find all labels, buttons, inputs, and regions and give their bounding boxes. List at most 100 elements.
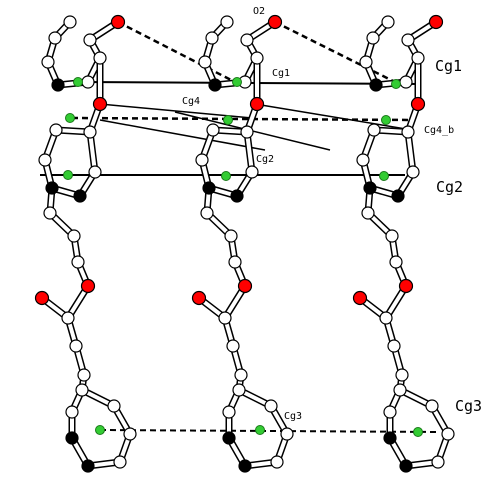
hydrogen-atom [387, 339, 401, 353]
oxygen-atom [249, 96, 265, 112]
centroid-dot [223, 115, 233, 125]
hydrogen-atom [401, 33, 415, 47]
hydrogen-atom [367, 123, 381, 137]
centroid-dot [95, 425, 105, 435]
bond [245, 130, 254, 174]
hydrogen-atom [220, 15, 234, 29]
hydrogen-atom [224, 229, 238, 243]
dashed-contact [71, 116, 416, 122]
oxygen-atom [267, 14, 283, 30]
hydrogen-atom [88, 165, 102, 179]
centroid-dot [221, 171, 231, 181]
hydrogen-atom [63, 15, 77, 29]
centroid-dot [391, 79, 401, 89]
label-cg2-right: Cg2 [436, 178, 463, 196]
centroid-dot [413, 427, 423, 437]
hydrogen-atom [65, 405, 79, 419]
hydrogen-atom [389, 255, 403, 269]
dashed-contact [274, 20, 396, 84]
centroid-dot [63, 170, 73, 180]
hydrogen-atom [234, 368, 248, 382]
labels: O2 Cg1 Cg1 Cg4 Cg4_b Cg2 Cg2 Cg3 Cg3 [182, 6, 482, 422]
oxygen-atom [237, 278, 253, 294]
carbon-atom [369, 78, 383, 92]
hydrogen-atom [113, 455, 127, 469]
carbon-atom [65, 431, 79, 445]
hydrogen-atom [245, 165, 259, 179]
hydrogen-atom [75, 383, 89, 397]
contact-line [254, 103, 413, 131]
carbon-atom [238, 459, 252, 473]
hydrogen-atom [383, 405, 397, 419]
hydrogen-atom [205, 31, 219, 45]
hydrogen-atom [38, 153, 52, 167]
carbon-atom [399, 459, 413, 473]
hydrogen-atom [399, 75, 413, 89]
hydrogen-atom [270, 455, 284, 469]
centroid-dot [255, 425, 265, 435]
carbon-atom [81, 459, 95, 473]
hydrogen-atom [280, 427, 294, 441]
hydrogen-atom [43, 206, 57, 220]
hydrogen-atom [206, 123, 220, 137]
centroid-dot [381, 115, 391, 125]
hydrogen-atom [240, 125, 254, 139]
hydrogen-atom [123, 427, 137, 441]
hydrogen-atom [49, 123, 63, 137]
hydrogen-atom [264, 399, 278, 413]
hydrogen-atom [250, 51, 264, 65]
carbon-atom [208, 78, 222, 92]
oxygen-atom [352, 290, 368, 306]
hydrogen-atom [361, 206, 375, 220]
label-cg2-mid: Cg2 [256, 154, 274, 165]
hydrogen-atom [425, 399, 439, 413]
carbon-atom [222, 431, 236, 445]
label-cg4b-right: Cg4_b [424, 125, 454, 136]
hydrogen-atom [222, 405, 236, 419]
carbon-atom [51, 78, 65, 92]
oxygen-atom [110, 14, 126, 30]
oxygen-atom [92, 96, 108, 112]
hydrogen-atom [218, 311, 232, 325]
centroid-dot [379, 171, 389, 181]
carbon-atom [73, 189, 87, 203]
hydrogen-atom [411, 51, 425, 65]
bond [406, 130, 415, 174]
hydrogen-atom [240, 33, 254, 47]
dashed-contact [99, 429, 441, 433]
label-cg3-right: Cg3 [455, 397, 482, 415]
label-o2: O2 [253, 6, 265, 17]
hydrogen-atom [366, 31, 380, 45]
oxygen-atom [191, 290, 207, 306]
hydrogen-atom [393, 383, 407, 397]
hydrogen-atom [232, 383, 246, 397]
ring-centroids [63, 77, 423, 437]
carbon-atom [391, 189, 405, 203]
hydrogen-atom [81, 75, 95, 89]
hydrogen-atom [61, 311, 75, 325]
hydrogen-atom [69, 339, 83, 353]
carbon-atom [45, 181, 59, 195]
oxygen-atom [34, 290, 50, 306]
hydrogen-atom [226, 339, 240, 353]
label-cg4-mid: Cg4 [182, 96, 200, 107]
label-cg3-mid: Cg3 [284, 411, 302, 422]
hydrogen-atom [83, 125, 97, 139]
hydrogen-atom [77, 368, 91, 382]
hydrogen-atom [406, 165, 420, 179]
hydrogen-atom [71, 255, 85, 269]
oxygen-atom [398, 278, 414, 294]
label-cg1-mid: Cg1 [272, 68, 290, 79]
oxygen-atom [410, 96, 426, 112]
label-cg1-right: Cg1 [435, 57, 462, 75]
hydrogen-atom [67, 229, 81, 243]
hydrogen-atom [395, 368, 409, 382]
atoms [34, 14, 455, 473]
oxygen-atom [428, 14, 444, 30]
carbon-atom [363, 181, 377, 195]
hydrogen-atom [379, 311, 393, 325]
hydrogen-atom [83, 33, 97, 47]
carbon-atom [202, 181, 216, 195]
hydrogen-atom [93, 51, 107, 65]
